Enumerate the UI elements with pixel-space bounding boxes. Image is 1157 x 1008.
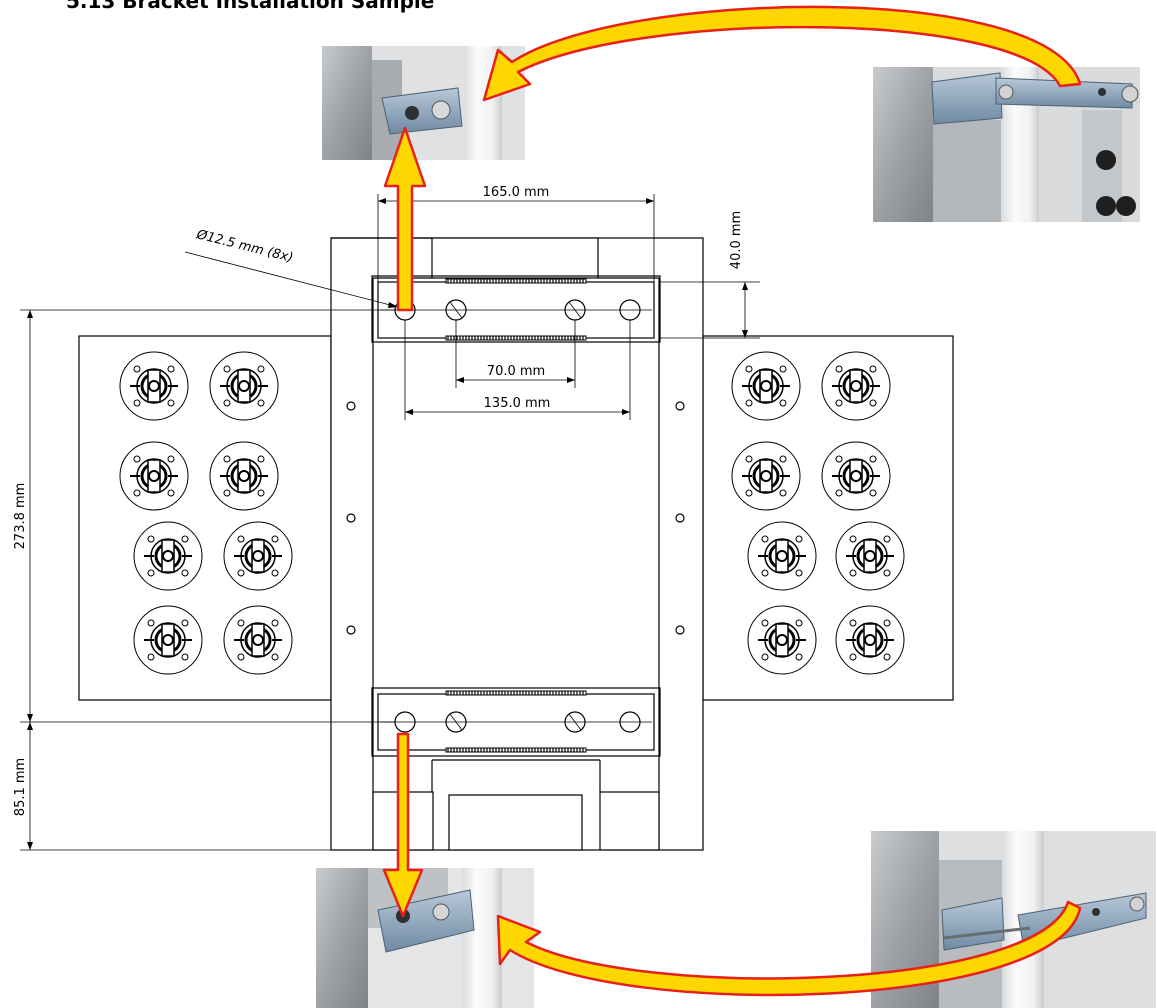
section-title: 5.13 Bracket Installation Sample: [66, 0, 435, 13]
top-left-photo: [322, 46, 525, 160]
dim-top-offset: 40.0 mm: [729, 211, 744, 269]
dimension-lines: [20, 194, 760, 851]
dim-inner-spacing: 70.0 mm: [487, 364, 545, 379]
hole-crosslines: [380, 301, 652, 731]
curved-arrow-bottom: [496, 900, 1082, 997]
bottom-right-photo: [871, 831, 1156, 1008]
teeth-marks: [447, 279, 584, 752]
dim-hole-diameter: Ø12.5 mm (8x): [194, 227, 295, 266]
top-right-photo: [873, 67, 1140, 222]
mounting-plate-drawing: [78, 237, 954, 851]
dim-outer-spacing: 135.0 mm: [484, 396, 551, 411]
bracket-teeth: [445, 278, 587, 753]
dim-height: 273.8 mm: [13, 483, 28, 550]
curved-arrow-top: [482, 5, 1082, 102]
arrow-up-to-top-photo: [383, 126, 427, 312]
dim-overall-width: 165.0 mm: [483, 185, 550, 200]
dim-bottom-offset: 85.1 mm: [13, 758, 28, 816]
arrow-down-to-bottom-photo: [382, 732, 424, 918]
dimension-arrowheads: [27, 198, 748, 850]
